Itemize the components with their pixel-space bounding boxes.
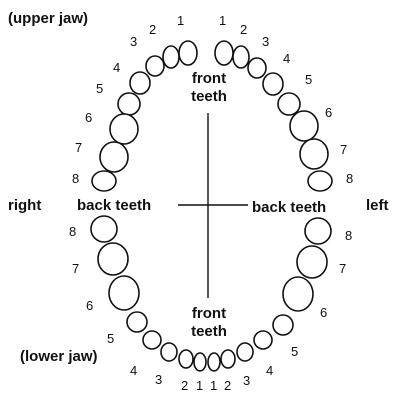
tooth-upper-right-6: [110, 114, 138, 144]
tooth-upper-right-8: [92, 171, 116, 191]
tooth-lower-left-5: [273, 315, 293, 335]
tooth-number-lower-left-1: 1: [210, 378, 217, 393]
front-teeth-top-label-2: teeth: [191, 88, 227, 105]
tooth-number-upper-left-2: 2: [240, 22, 247, 37]
front-teeth-top-label-1: front: [192, 70, 226, 87]
tooth-upper-right-2: [163, 46, 179, 68]
tooth-lower-left-7: [297, 246, 327, 278]
tooth-upper-left-8: [308, 171, 332, 191]
tooth-number-upper-left-3: 3: [262, 34, 269, 49]
tooth-number-lower-right-1: 1: [196, 378, 203, 393]
tooth-upper-right-5: [118, 93, 140, 115]
tooth-number-upper-right-6: 6: [85, 110, 92, 125]
tooth-number-lower-left-5: 5: [291, 344, 298, 359]
tooth-number-lower-right-5: 5: [107, 331, 114, 346]
tooth-number-upper-left-6: 6: [325, 105, 332, 120]
tooth-lower-right-4: [143, 331, 161, 349]
tooth-number-upper-right-4: 4: [113, 60, 120, 75]
tooth-lower-right-7: [98, 243, 128, 275]
tooth-lower-right-2: [179, 350, 193, 368]
tooth-number-lower-right-6: 6: [86, 298, 93, 313]
tooth-number-lower-right-7: 7: [72, 261, 79, 276]
tooth-number-upper-right-3: 3: [130, 34, 137, 49]
front-teeth-bottom-label-2: teeth: [191, 323, 227, 340]
upper-arch: [92, 41, 332, 191]
tooth-number-upper-right-8: 8: [72, 171, 79, 186]
tooth-lower-left-8: [305, 218, 331, 244]
tooth-number-upper-right-5: 5: [96, 81, 103, 96]
tooth-upper-left-3: [248, 58, 266, 78]
back-teeth-label-left-side: back teeth: [252, 199, 326, 216]
left-label: left: [366, 197, 389, 214]
tooth-upper-right-7: [100, 142, 128, 172]
tooth-number-lower-right-8: 8: [69, 224, 76, 239]
right-label: right: [8, 197, 41, 214]
tooth-lower-right-8: [91, 216, 117, 242]
tooth-upper-left-2: [233, 46, 249, 68]
tooth-number-lower-right-2: 2: [181, 378, 188, 393]
tooth-number-lower-left-7: 7: [339, 261, 346, 276]
tooth-upper-left-6: [290, 111, 318, 141]
tooth-number-upper-right-1: 1: [177, 13, 184, 28]
upper-jaw-label: (upper jaw): [8, 10, 88, 27]
tooth-lower-left-3: [237, 343, 253, 361]
tooth-upper-right-1: [179, 41, 197, 65]
tooth-number-lower-right-4: 4: [130, 363, 137, 378]
tooth-number-upper-left-7: 7: [340, 142, 347, 157]
front-teeth-bottom-label-1: front: [192, 305, 226, 322]
tooth-number-lower-left-6: 6: [320, 305, 327, 320]
tooth-number-upper-left-1: 1: [219, 13, 226, 28]
tooth-number-lower-left-8: 8: [345, 228, 352, 243]
tooth-upper-left-7: [300, 139, 328, 169]
tooth-number-lower-left-3: 3: [243, 373, 250, 388]
tooth-number-upper-right-2: 2: [149, 22, 156, 37]
tooth-number-upper-left-5: 5: [305, 72, 312, 87]
tooth-lower-right-6: [109, 276, 139, 310]
tooth-lower-left-4: [254, 331, 272, 349]
tooth-lower-left-2: [221, 350, 235, 368]
tooth-number-lower-left-2: 2: [224, 378, 231, 393]
tooth-upper-right-3: [146, 56, 164, 76]
tooth-lower-left-6: [283, 277, 313, 311]
tooth-number-upper-left-8: 8: [346, 171, 353, 186]
tooth-lower-right-5: [127, 312, 147, 332]
tooth-upper-right-4: [130, 72, 150, 94]
tooth-lower-right-3: [161, 343, 177, 361]
lower-jaw-label: (lower jaw): [20, 348, 98, 365]
tooth-upper-left-1: [215, 41, 233, 65]
tooth-lower-left-1: [208, 353, 220, 371]
tooth-number-upper-right-7: 7: [75, 140, 82, 155]
tooth-number-lower-right-3: 3: [155, 372, 162, 387]
tooth-number-upper-left-4: 4: [283, 51, 290, 66]
tooth-upper-left-4: [263, 73, 283, 95]
tooth-lower-right-1: [194, 353, 206, 371]
lower-left-numbers: 1 2 3 4 5 6 7 8: [210, 228, 352, 393]
back-teeth-label-right-side: back teeth: [77, 197, 151, 214]
tooth-number-lower-left-4: 4: [266, 363, 273, 378]
tooth-upper-left-5: [278, 93, 300, 115]
